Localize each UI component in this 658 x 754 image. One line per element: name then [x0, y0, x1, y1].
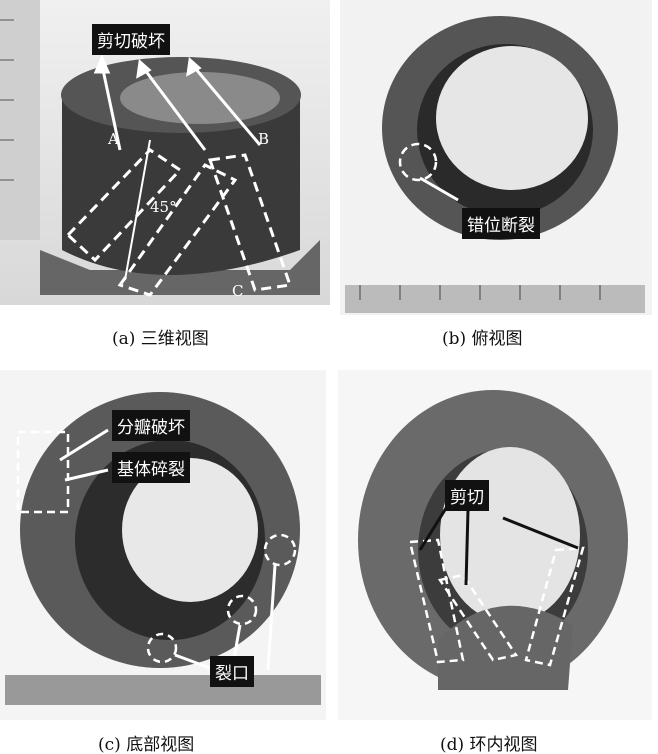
photo-top-view: 错位断裂: [340, 0, 652, 315]
photo-inner-view: 剪切: [338, 370, 652, 720]
marker-c: C: [232, 282, 244, 300]
marker-b: B: [258, 130, 270, 148]
label-crack: 裂口: [210, 656, 254, 687]
label-dislocation-fracture: 错位断裂: [462, 208, 540, 239]
photo-bottom-view-drawing: [5, 392, 321, 705]
caption-b: (b) 俯视图: [442, 329, 523, 349]
angle-label: 45°: [150, 198, 177, 216]
marker-a: A: [108, 130, 119, 148]
photo-bottom-view: 分瓣破坏 基体碎裂 裂口: [0, 370, 326, 720]
caption-c: (c) 底部视图: [98, 735, 195, 754]
caption-a: (a) 三维视图: [112, 329, 209, 349]
photo-3d-view: 剪切破坏 A B C 45°: [0, 0, 330, 305]
photo-top-view-drawing: [345, 16, 645, 313]
label-matrix-cracking: 基体碎裂: [112, 452, 190, 483]
caption-d: (d) 环内视图: [440, 735, 538, 754]
photo-inner-view-drawing: [358, 390, 628, 690]
label-shear: 剪切: [445, 480, 489, 511]
photo-3d-view-drawing: [0, 0, 320, 297]
label-petal-failure: 分瓣破坏: [112, 410, 190, 441]
label-shear-failure: 剪切破坏: [92, 24, 170, 55]
